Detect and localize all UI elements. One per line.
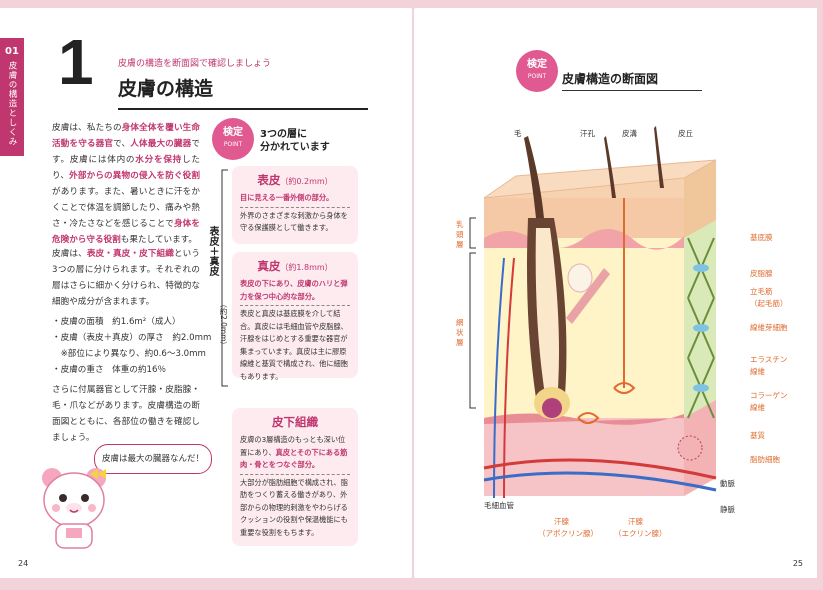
label-collagen: コラーゲン [750,391,788,400]
label-fat: 脂肪細胞 [750,455,780,464]
layers-heading: 3つの層に 分かれています [260,129,330,153]
chapter-tab: 01 皮膚の構造としくみ [0,38,24,156]
label-arrector: 立毛筋 [750,287,773,296]
epidermis-desc: 外界のさまざまな刺激から身体を守る保護膜として働きます。 [240,210,348,233]
vertical-label: 表皮＋真皮 [207,226,218,276]
label-apocrine-sub: （アポクリン腺） [538,529,598,538]
label-sulcus: 皮溝 [622,129,637,138]
label-artery: 動脈 [720,479,735,488]
label-capillary: 毛細血管 [484,501,514,510]
dermis-point: 表皮の下にあり、皮膚のハリと弾力を保つ中心的な部分。 [240,279,348,301]
kentei-point-badge: 検定 POINT [212,118,254,160]
label-basement: 基底膜 [750,233,773,242]
label-sebaceous: 皮脂腺 [750,269,773,278]
fact-thickness: ・皮膚（表皮＋真皮）の厚さ 約2.0mm [52,333,212,343]
subcutaneous-point: 皮膚の3層構造のもっとも深い位置にあり、真皮とその下にある筋肉・骨とをつなぐ部分… [240,435,348,469]
vertical-sublabel: （約2.0mm） [219,300,228,350]
epidermis-point: 目に見える一番外側の部分。 [240,193,334,202]
subcutaneous-desc: 大部分が脂肪細胞で構成され、脂肪をつくり蓄える働きがあり、外部からの物理的刺激を… [240,477,348,537]
left-page: 01 皮膚の構造としくみ 1 皮膚の構造を断面図で確認しましょう 皮膚の構造 皮… [0,8,412,578]
right-page: 検定 POINT 皮膚構造の断面図 [414,8,817,578]
facts-list: ・皮膚の面積 約1.6m²（成人） ・皮膚（表皮＋真皮）の厚さ 約2.0mm ※… [52,314,212,378]
label-fibroblast: 線維芽細胞 [750,323,788,332]
label-vein: 静脈 [720,505,735,514]
label-reticular: 網状層 [456,318,464,347]
section-subtitle: 皮膚の構造を断面図で確認しましょう [118,59,272,69]
chapter-label: 皮膚の構造としくみ [7,61,17,147]
mascot-speech-bubble: 皮膚は最大の臓器なんだ！ [94,444,212,474]
mascot-bear-icon [42,468,106,549]
label-elastin: エラスチン [750,355,788,364]
epidermis-title: 表皮 [257,173,281,187]
dermis-box: 真皮（約1.8mm） 表皮の下にあり、皮膚のハリと弾力を保つ中心的な部分。 表皮… [232,252,358,381]
label-sweat-pore: 汗孔 [580,129,595,138]
label-apocrine: 汗腺 [554,517,569,526]
title-rule [118,108,368,110]
fact-range: ※部位により異なり、約0.6～3.0mm [52,349,206,359]
kentei-point-badge-right: 検定 POINT [516,50,558,92]
label-elastin-2: 線維 [750,367,765,376]
section-title: 皮膚の構造 [118,78,214,100]
dermis-desc: 表皮と真皮は基底膜を介して結合。真皮には毛細血管や皮脂腺、汗腺をはじめとする重要… [240,309,348,381]
dermis-title: 真皮 [257,259,281,273]
diagram-title: 皮膚構造の断面図 [562,72,659,86]
label-papillary: 乳頭層 [456,220,464,249]
paragraph-2: 皮膚は、表皮・真皮・皮下組織という3つの層に分けられます。それぞれの層はさらに細… [52,249,200,307]
paragraph-1: 皮膚は、私たちの身体全体を覆い生命活動を守る器官で、人体最大の臓器です。皮膚には… [52,123,200,245]
fact-weight: ・皮膚の重さ 体重の約16％ [52,365,167,375]
label-arrector-sub: （起毛筋） [750,299,788,308]
chapter-number: 01 [5,46,19,57]
label-eccrine: 汗腺 [628,517,643,526]
subcutaneous-box: 皮下組織 皮膚の3層構造のもっとも深い位置にあり、真皮とその下にある筋肉・骨とを… [232,408,358,546]
epidermis-box: 表皮（約0.2mm） 目に見える一番外側の部分。 外界のさまざまな刺激から身体を… [232,166,358,244]
fact-area: ・皮膚の面積 約1.6m²（成人） [52,317,181,327]
layer-bracket [221,169,228,387]
section-number: 1 [58,26,94,98]
page-number-right: 25 [792,559,803,568]
label-matrix: 基質 [750,431,765,440]
page-number-left: 24 [18,559,29,568]
label-eccrine-sub: （エクリン腺） [614,529,667,538]
subcutaneous-title: 皮下組織 [272,415,318,429]
label-crista: 皮丘 [678,129,693,138]
skin-cross-section-diagram [469,126,717,499]
paragraph-3: さらに付属器官として汗腺・皮脂腺・毛・爪などがあります。皮膚構造の断面図とともに… [52,385,200,443]
label-hair: 毛 [514,129,522,138]
label-collagen-2: 線維 [750,403,765,412]
